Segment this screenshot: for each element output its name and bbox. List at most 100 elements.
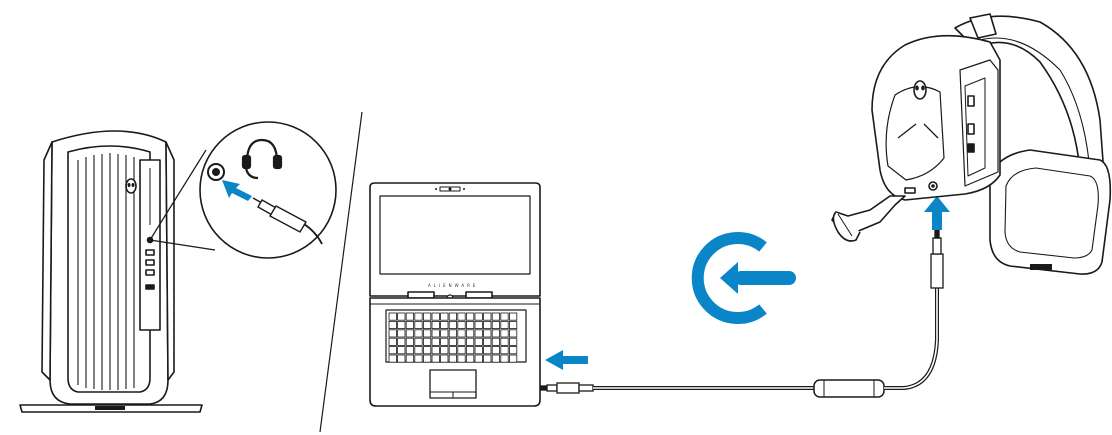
laptop-icon (369, 182, 541, 407)
keyboard-key (405, 354, 415, 363)
keyboard-key (431, 320, 440, 329)
keyboard-key (457, 329, 466, 338)
keyboard-key (465, 320, 475, 329)
keyboard-key (388, 312, 397, 321)
keyboard-key (508, 354, 518, 363)
keyboard-key (457, 354, 466, 363)
keyboard-key (474, 312, 483, 321)
keyboard-key (414, 329, 423, 338)
keyboard-key (508, 312, 518, 321)
arrow-up-icon (924, 196, 950, 230)
keyboard-key (422, 354, 432, 363)
port-callout-lines (149, 149, 216, 251)
laptop-brand-text: ALIENWARE (428, 283, 478, 288)
keyboard-key (405, 337, 415, 346)
keyboard-key (500, 312, 509, 321)
keyboard-key (397, 354, 406, 363)
keyboard-key (422, 312, 432, 321)
arrow-left-icon (222, 180, 252, 201)
keyboard-key (465, 354, 475, 363)
headset-icon (831, 13, 1112, 275)
keyboard-key (388, 329, 397, 338)
arrow-left-icon (545, 350, 588, 370)
keyboard-key (388, 354, 397, 363)
keyboard-key (431, 337, 440, 346)
keyboard-key (448, 312, 458, 321)
keyboard-key (397, 329, 406, 338)
keyboard-key (440, 337, 449, 346)
audio-connect-icon (691, 232, 796, 324)
keyboard-key (448, 329, 458, 338)
keyboard-key (431, 329, 440, 338)
keyboard-key (448, 320, 458, 329)
keyboard-key (491, 354, 501, 363)
keyboard-key (414, 312, 423, 321)
keyboard-key (422, 320, 432, 329)
keyboard-key (422, 329, 432, 338)
keyboard-key (465, 337, 475, 346)
keyboard-key (457, 320, 466, 329)
keyboard-key (500, 337, 509, 346)
keyboard-key (405, 329, 415, 338)
headset-symbol-icon (241, 138, 283, 180)
keyboard-key (388, 320, 397, 329)
keyboard-key (491, 312, 501, 321)
keyboard-key (448, 346, 458, 355)
keyboard-key (500, 329, 509, 338)
keyboard-key (491, 346, 501, 355)
keyboard-key (500, 354, 509, 363)
keyboard-key (388, 346, 397, 355)
keyboard-key (491, 320, 501, 329)
keyboard-key (431, 312, 440, 321)
keyboard-key (431, 346, 440, 355)
keyboard-key (440, 312, 449, 321)
keyboard-key (491, 329, 501, 338)
keyboard-key (405, 346, 415, 355)
keyboard-key (474, 320, 483, 329)
keyboard-key (397, 312, 406, 321)
keyboard-key (483, 346, 492, 355)
keyboard-key (483, 320, 492, 329)
keyboard-key (440, 354, 449, 363)
keyboard-key (414, 346, 423, 355)
keyboard-key (474, 354, 483, 363)
keyboard-key (397, 337, 406, 346)
keyboard-key (508, 329, 518, 338)
keyboard-key (457, 337, 466, 346)
keyboard-key (397, 320, 406, 329)
audio-cable-icon (540, 229, 944, 398)
keyboard-key (405, 312, 415, 321)
keyboard-key (491, 337, 501, 346)
keyboard-key (465, 346, 475, 355)
desktop-tower-icon (19, 130, 203, 413)
keyboard-key (483, 329, 492, 338)
audio-cable-icon (252, 197, 323, 245)
keyboard-key (431, 354, 440, 363)
keyboard-key (508, 346, 518, 355)
keyboard-key (483, 312, 492, 321)
keyboard-key (405, 320, 415, 329)
keyboard-key (465, 329, 475, 338)
keyboard-key (457, 346, 466, 355)
keyboard-key (474, 346, 483, 355)
keyboard-key (440, 346, 449, 355)
keyboard-key (388, 337, 397, 346)
keyboard-key (483, 354, 492, 363)
keyboard-key (414, 354, 423, 363)
keyboard-key (500, 320, 509, 329)
keyboard-key (508, 320, 518, 329)
keyboard-key (414, 337, 423, 346)
headset-port-icon (207, 163, 225, 181)
keyboard-key (397, 346, 406, 355)
keyboard-key (508, 337, 518, 346)
keyboard-key (448, 354, 458, 363)
keyboard-key (448, 337, 458, 346)
keyboard-key (474, 329, 483, 338)
keyboard-key (422, 337, 432, 346)
keyboard-key (440, 329, 449, 338)
keyboard-key (414, 320, 423, 329)
keyboard-key (474, 337, 483, 346)
keyboard-key (422, 346, 432, 355)
keyboard-key (457, 312, 466, 321)
